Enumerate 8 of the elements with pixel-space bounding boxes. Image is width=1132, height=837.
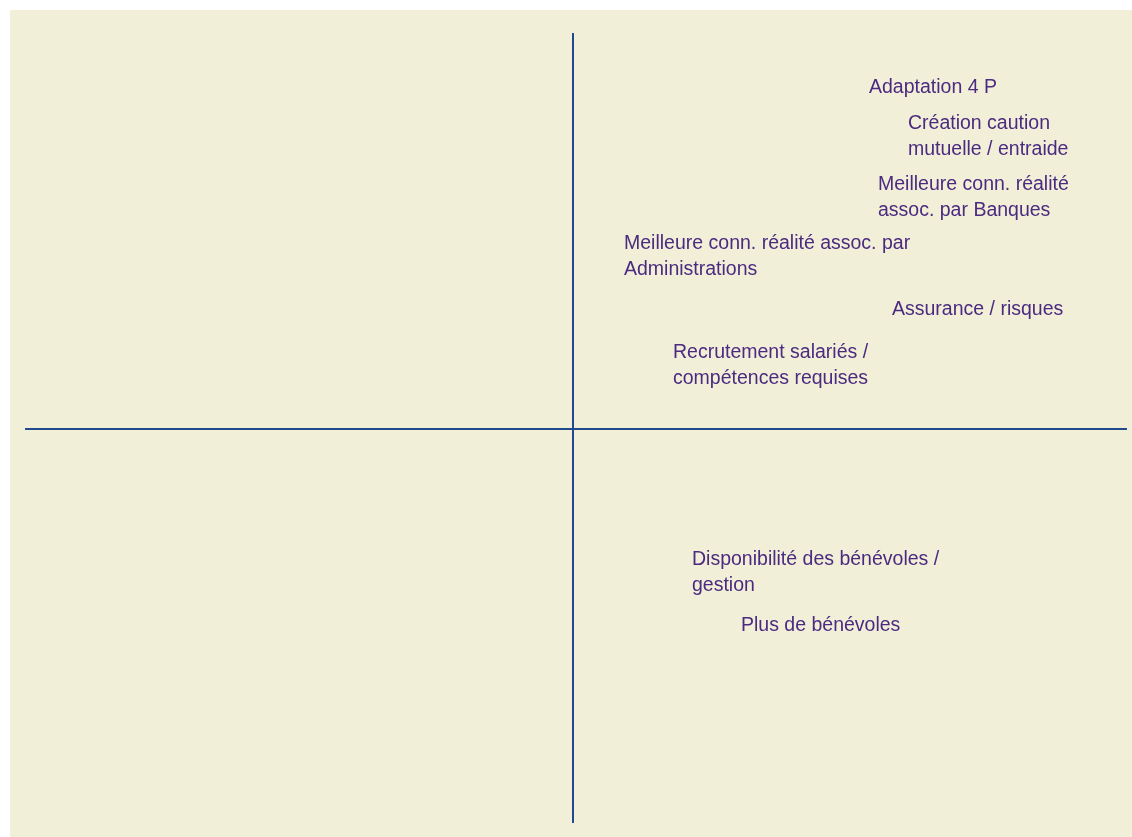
quadrant-label: Disponibilité des bénévoles / gestion (692, 546, 941, 597)
quadrant-label: Assurance / risques (892, 296, 1064, 321)
quadrant-label: Plus de bénévoles (741, 612, 901, 637)
quadrant-label: Création caution mutuelle / entraide (908, 110, 1070, 161)
quadrant-label: Recrutement salariés / compétences requises (673, 339, 870, 390)
quadrant-label: Meilleure conn. réalité assoc. par Administrations (624, 230, 912, 281)
quadrant-label: Adaptation 4 P (869, 74, 997, 99)
quadrant-label: Meilleure conn. réalité assoc. par Banques (878, 171, 1070, 222)
